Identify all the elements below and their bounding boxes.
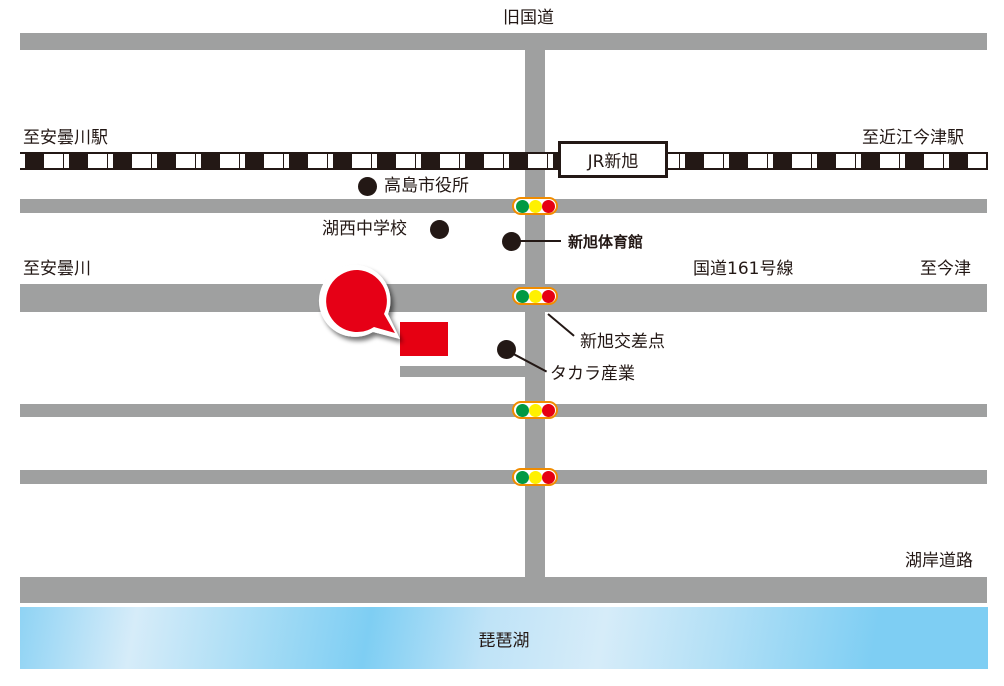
label-lakeshore-road: 湖岸道路	[905, 551, 973, 571]
green-lamp-icon	[515, 470, 529, 484]
yellow-lamp-icon	[528, 199, 542, 213]
location-pin-icon[interactable]	[318, 262, 413, 357]
station-label: JR新旭	[587, 152, 639, 172]
label-shin-asahi-intersection[interactable]: 新旭交差点	[580, 332, 665, 352]
label-lake-biwa: 琵琶湖	[478, 630, 530, 651]
city-hall-marker-icon[interactable]	[358, 177, 377, 196]
road-lakeshore	[20, 577, 987, 603]
label-to-adogawa-station: 至安曇川駅	[23, 128, 108, 148]
traffic-signal-icon	[512, 287, 558, 305]
lake-biwa: 琵琶湖	[20, 607, 988, 669]
road-national-161	[20, 284, 987, 312]
road-old-national	[20, 33, 987, 50]
red-lamp-icon	[541, 289, 555, 303]
red-lamp-icon	[541, 199, 555, 213]
traffic-signal-icon	[512, 197, 558, 215]
road-horizontal-4	[20, 404, 987, 417]
label-kosei-junior-high[interactable]: 湖西中学校	[322, 219, 407, 239]
label-shin-asahi-gym[interactable]: 新旭体育館	[568, 233, 644, 251]
label-to-imazu: 至今津	[920, 259, 971, 279]
label-takara-sangyo[interactable]: タカラ産業	[550, 364, 635, 384]
junior-high-marker-icon[interactable]	[430, 220, 449, 239]
label-to-omiimazu-station: 至近江今津駅	[862, 128, 964, 148]
traffic-signal-icon	[512, 468, 558, 486]
label-city-hall[interactable]: 高島市役所	[384, 176, 469, 196]
railway-jr-kosei-line	[20, 152, 988, 170]
yellow-lamp-icon	[528, 470, 542, 484]
green-lamp-icon	[515, 289, 529, 303]
traffic-signal-icon	[512, 401, 558, 419]
label-to-adogawa: 至安曇川	[23, 259, 91, 279]
yellow-lamp-icon	[528, 289, 542, 303]
railway-end-cap	[986, 152, 988, 170]
station-jr-shin-asahi[interactable]: JR新旭	[558, 141, 668, 178]
red-lamp-icon	[541, 403, 555, 417]
road-horizontal-5	[20, 470, 987, 484]
red-lamp-icon	[541, 470, 555, 484]
label-old-national-road: 旧国道	[503, 8, 554, 28]
road-horizontal-2	[20, 199, 987, 213]
green-lamp-icon	[515, 199, 529, 213]
yellow-lamp-icon	[528, 403, 542, 417]
road-vertical-main	[525, 50, 545, 580]
intersection-leader-line	[547, 313, 575, 337]
destination-building[interactable]	[400, 322, 448, 356]
gym-leader-line	[511, 240, 561, 242]
road-side-street	[400, 366, 526, 377]
label-national-route-161: 国道161号線	[693, 259, 794, 279]
green-lamp-icon	[515, 403, 529, 417]
